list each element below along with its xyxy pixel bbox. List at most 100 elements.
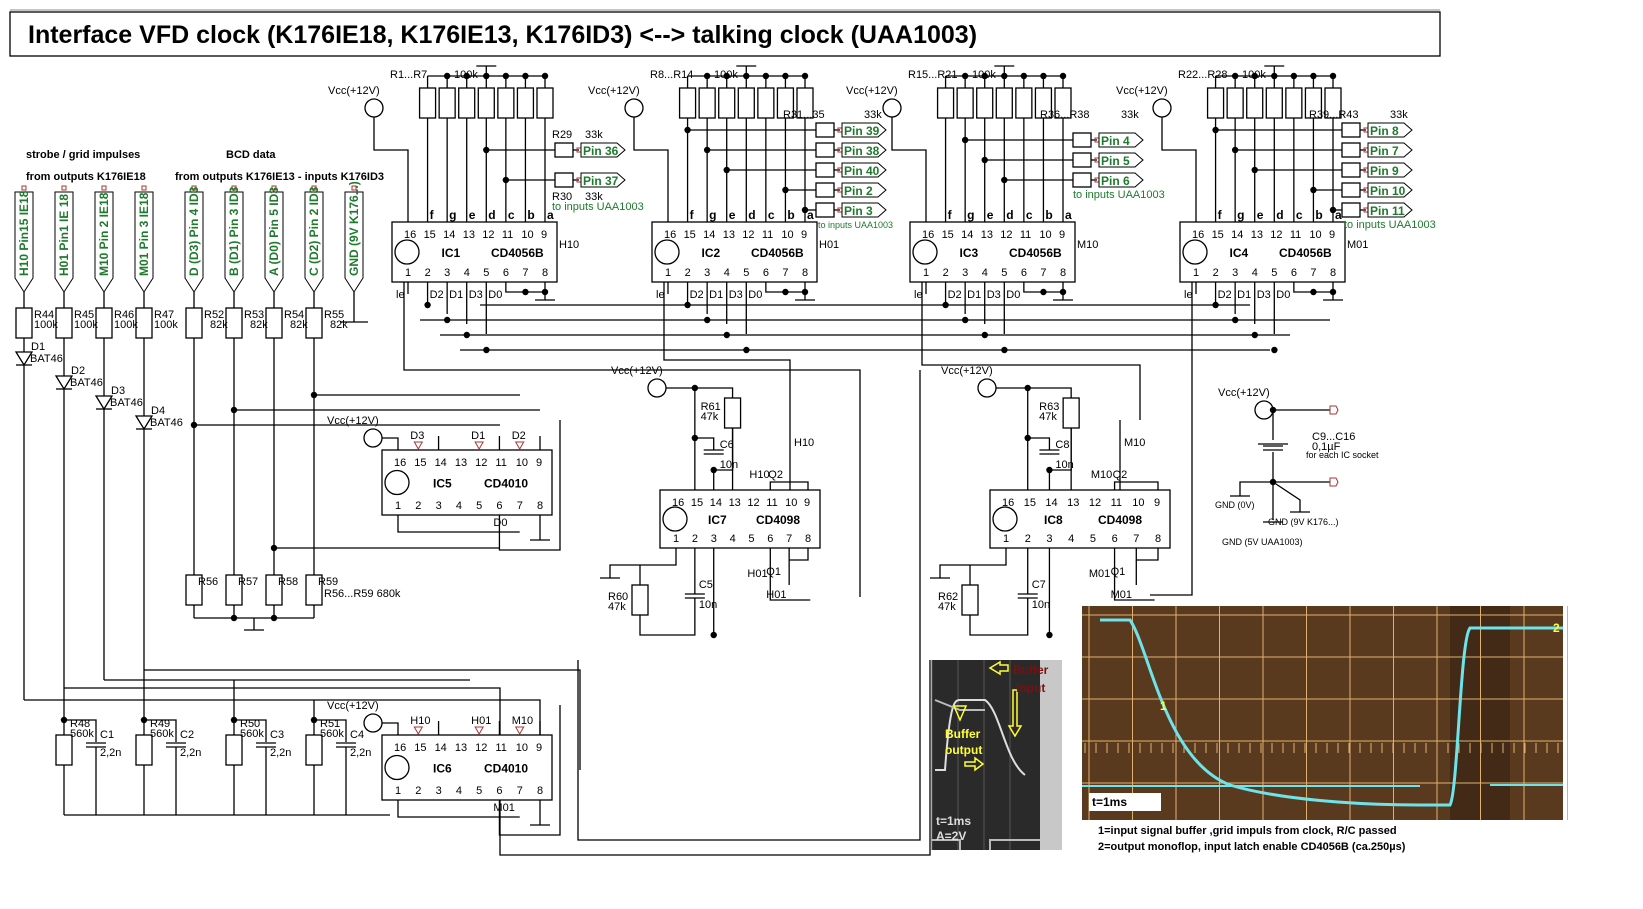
trace-marker: 2 xyxy=(1553,621,1560,635)
resistor-value: 560k xyxy=(240,728,264,740)
pin-connector-icon xyxy=(1367,122,1413,138)
resistor xyxy=(95,307,113,339)
vcc-label: Vcc(+12V) xyxy=(588,85,640,97)
pin-connector-icon xyxy=(1098,132,1144,148)
capacitor-ref: C2 xyxy=(180,729,194,741)
junction-dot xyxy=(981,331,988,339)
pin-number: 6 xyxy=(496,785,502,797)
segment-label: c xyxy=(1296,208,1303,222)
capacitor-ref: C8 xyxy=(1055,439,1069,451)
junction-dot xyxy=(691,434,699,442)
junction-dot xyxy=(230,406,238,414)
wire xyxy=(499,660,931,856)
input-connector xyxy=(264,185,284,293)
pin-number: 14 xyxy=(1231,229,1243,241)
junction-dot xyxy=(1231,146,1239,154)
junction-dot xyxy=(723,331,730,339)
signal-label: D0 xyxy=(493,517,507,529)
diode-ref: D4 xyxy=(151,405,165,417)
segment-label: d xyxy=(1006,208,1013,222)
junction-dot xyxy=(270,544,278,552)
input-label: D2 xyxy=(430,289,444,301)
strobe-label: M01 xyxy=(1347,239,1368,251)
pin-label: Pin 3 xyxy=(844,204,873,218)
scope-screen xyxy=(932,660,1040,850)
pulldown-resistors xyxy=(185,391,540,631)
wire xyxy=(498,420,561,551)
vcc-terminal-icon xyxy=(364,98,384,118)
latch-ic2 xyxy=(624,65,887,334)
pin-number: 3 xyxy=(444,267,450,279)
series-resistor xyxy=(815,122,835,138)
resistor xyxy=(718,87,736,119)
input-label: D0 xyxy=(1276,289,1290,301)
junction-dot xyxy=(684,126,691,134)
resistor-ref: R36...R38 xyxy=(1040,109,1090,121)
pin-number: 3 xyxy=(436,785,442,797)
ic-ref: IC7 xyxy=(708,513,727,527)
resistor xyxy=(956,87,974,119)
resistor-array-value: 100k xyxy=(714,69,738,81)
title-box xyxy=(9,11,1441,57)
pin-number: 4 xyxy=(456,785,462,797)
resistor-value: 100k xyxy=(154,319,178,331)
pin-number: 2 xyxy=(425,267,431,279)
output-pin xyxy=(1212,122,1413,138)
output-note: to inputs UAA1003 xyxy=(1073,189,1165,201)
signal-label: H10 xyxy=(794,437,814,449)
pin-number: 15 xyxy=(691,497,703,509)
capacitor xyxy=(1017,593,1038,599)
pin-number: 13 xyxy=(455,457,467,469)
capacitor-value: 10n xyxy=(1055,459,1073,471)
junction-dot xyxy=(60,716,68,724)
scope-photo-small xyxy=(931,660,1062,850)
resistor xyxy=(225,307,243,339)
capacitor-ref: C4 xyxy=(350,729,364,741)
junction-dot xyxy=(704,316,711,324)
segment-label: b xyxy=(787,208,794,222)
resistor xyxy=(757,87,775,119)
connector-icon xyxy=(14,191,34,293)
series-resistor xyxy=(1341,142,1361,158)
trace-marker: 1 xyxy=(1160,699,1167,713)
wire xyxy=(373,117,409,222)
pin-number: 14 xyxy=(443,229,455,241)
timebase-box xyxy=(1089,793,1161,811)
pin-number: 10 xyxy=(516,457,528,469)
pin-connector-icon xyxy=(841,162,887,178)
pin-number: 13 xyxy=(463,229,475,241)
diode-ref: D2 xyxy=(71,365,85,377)
vcc-terminal-icon xyxy=(1152,98,1172,118)
segment-label: f xyxy=(430,208,435,222)
pin-number: 7 xyxy=(1310,267,1316,279)
input-connector xyxy=(184,185,204,293)
input-label: le xyxy=(396,289,405,301)
pin-number: 11 xyxy=(762,229,773,241)
wire xyxy=(769,548,811,601)
pin-number: 15 xyxy=(424,229,436,241)
wire xyxy=(397,515,520,533)
wire xyxy=(505,282,545,293)
pin-number: 2 xyxy=(685,267,691,279)
signal-label: H01 xyxy=(471,715,491,727)
text-layer: Interface VFD clock (K176IE18, K176IE13,… xyxy=(17,21,1560,853)
resistor-ref: R31...35 xyxy=(783,109,825,121)
pin-number: 3 xyxy=(436,500,442,512)
connector-label: A (D0) Pin 5 ID3 xyxy=(267,187,281,276)
resistor xyxy=(135,307,153,339)
wire xyxy=(633,117,669,222)
resistor xyxy=(995,87,1013,119)
input-label: D0 xyxy=(488,289,502,301)
pin-number: 10 xyxy=(785,497,797,509)
capacitor-ref: C3 xyxy=(270,729,284,741)
input-connector xyxy=(224,185,244,293)
pin-number: 9 xyxy=(1059,229,1065,241)
ic-notch-icon xyxy=(394,239,420,265)
ic-ref: IC8 xyxy=(1044,513,1063,527)
pin-number: 14 xyxy=(1045,497,1057,509)
wire xyxy=(1293,282,1333,293)
pin-number: 2 xyxy=(415,500,421,512)
junction-dot xyxy=(230,614,238,622)
pin-number: 10 xyxy=(1132,497,1144,509)
junction-dot xyxy=(1251,331,1259,339)
